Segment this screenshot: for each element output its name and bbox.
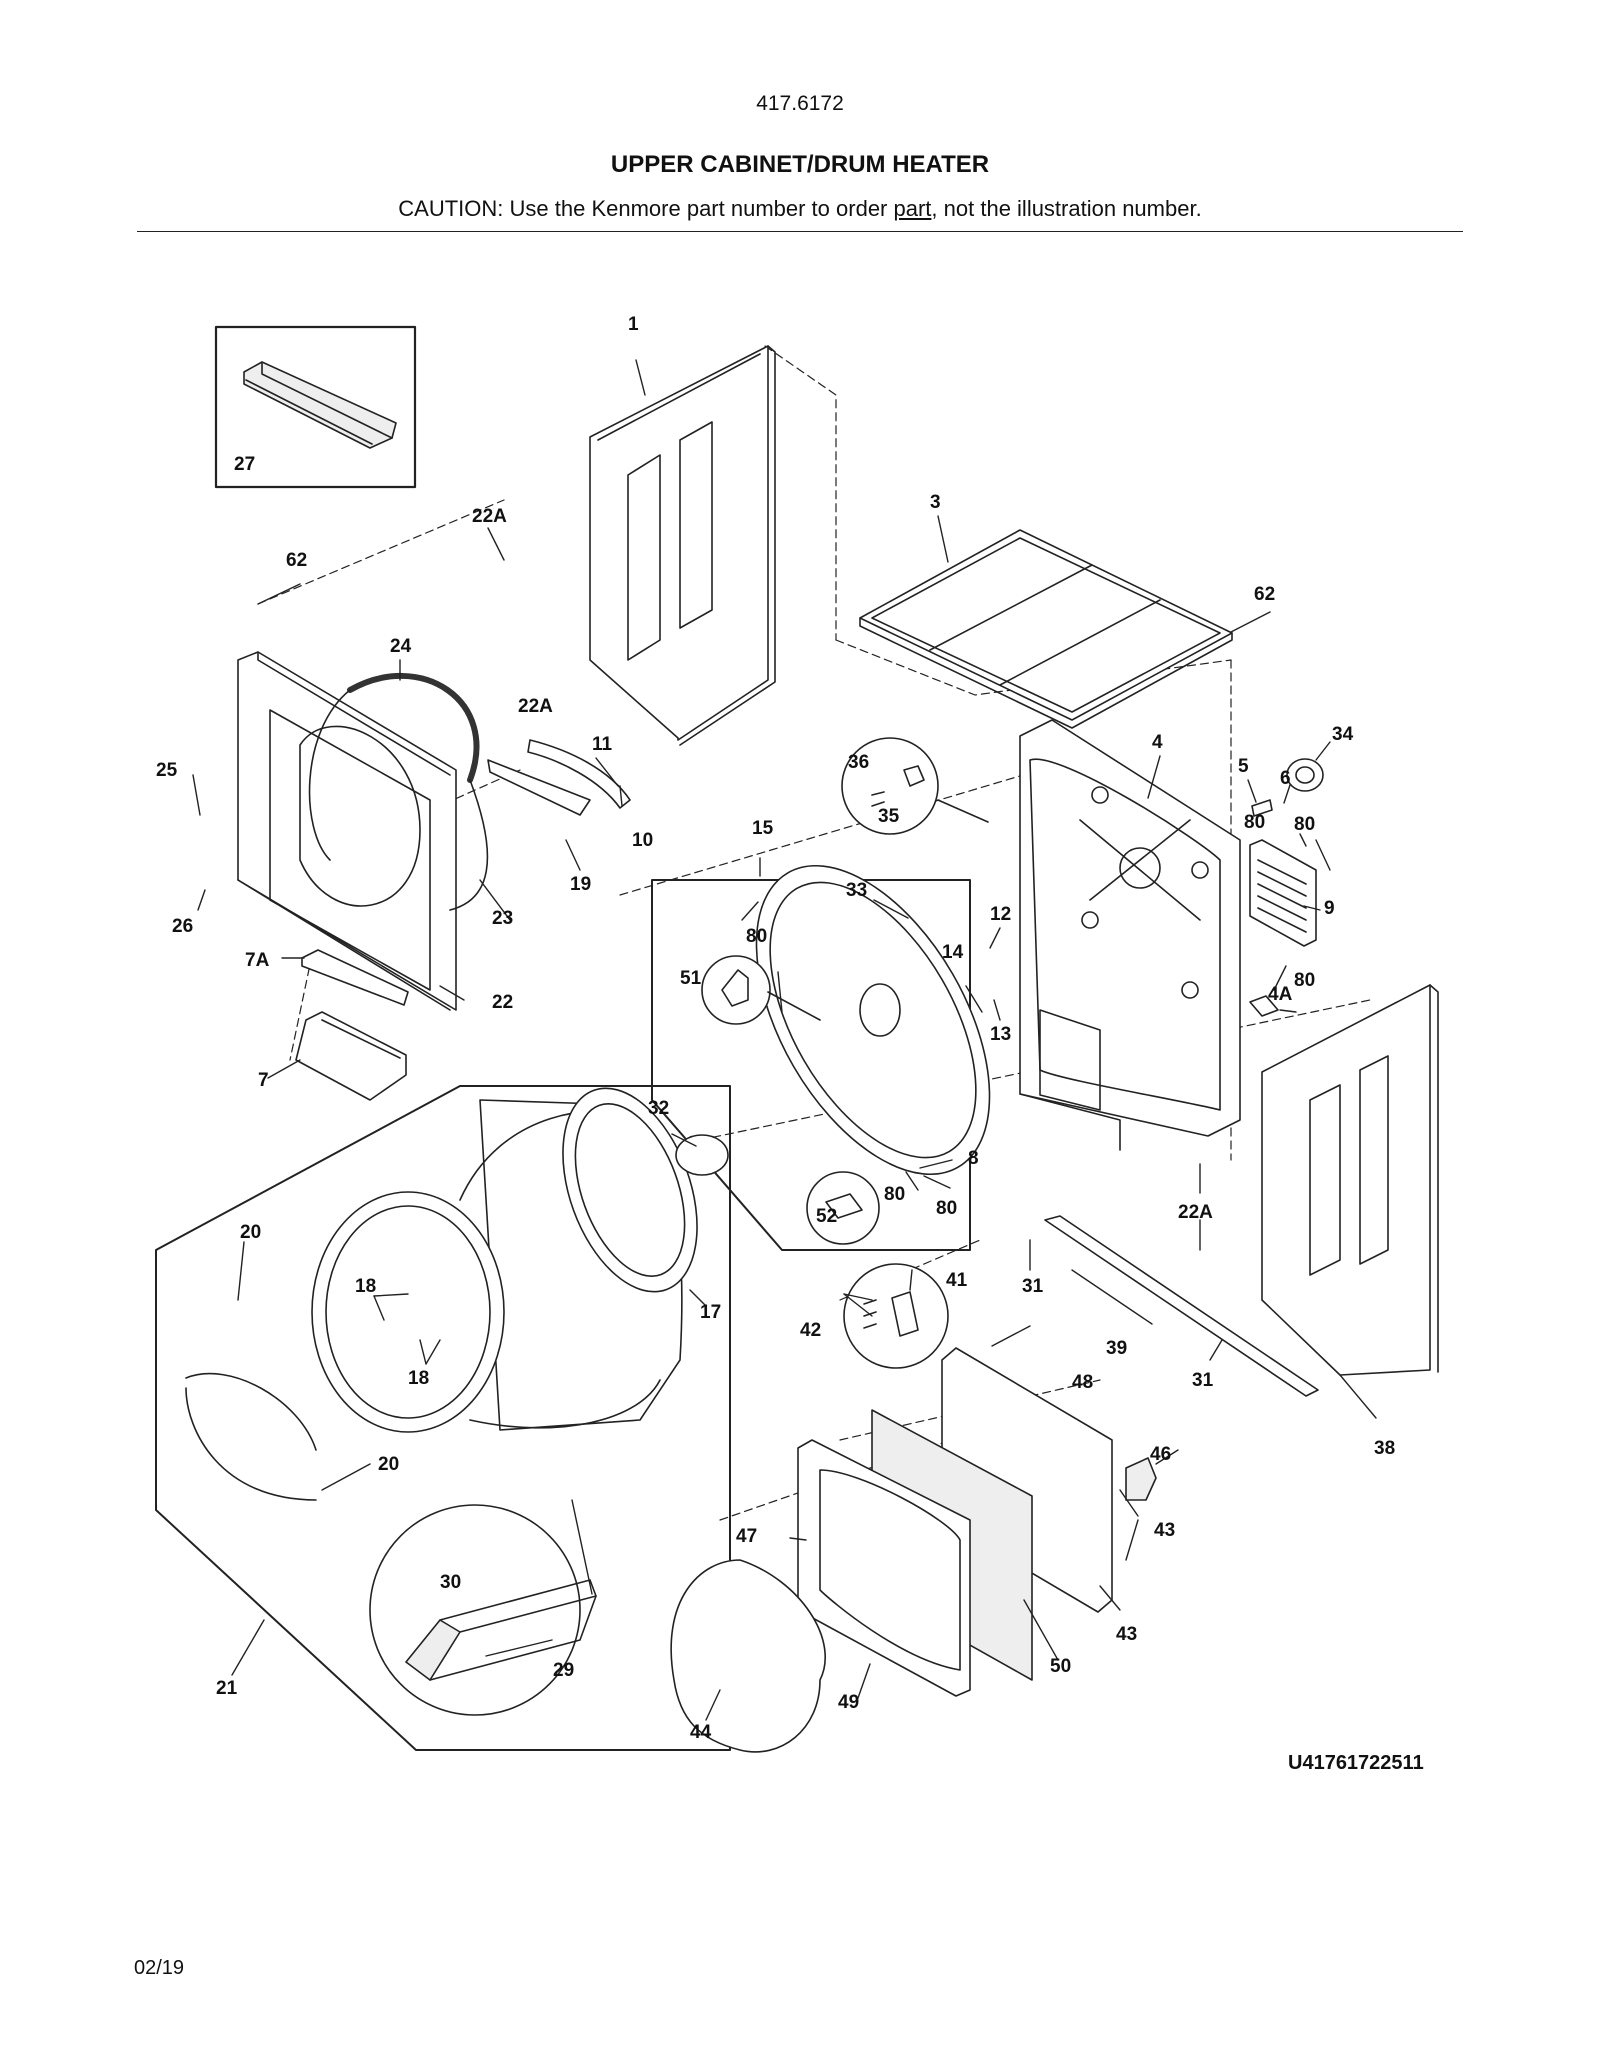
callout: 62 — [1254, 584, 1275, 605]
callout: 42 — [800, 1320, 821, 1341]
callout: 18 — [408, 1368, 429, 1389]
callout: 30 — [440, 1572, 461, 1593]
part-7-filter-housing — [295, 949, 409, 1101]
callout: 8 — [968, 1148, 979, 1169]
part-1-rear-panel — [589, 345, 776, 746]
drum-assembly — [311, 1087, 729, 1433]
caution-note: CAUTION: Use the Kenmore part number to … — [0, 196, 1600, 222]
callout: 18 — [355, 1276, 376, 1297]
callout: 22A — [472, 506, 507, 527]
callout: 43 — [1116, 1624, 1137, 1645]
callout: 80 — [884, 1184, 905, 1205]
callout: 80 — [1244, 812, 1265, 833]
parts-10-11-19-brackets — [487, 739, 631, 816]
callout: 25 — [156, 760, 178, 781]
callout: 24 — [390, 636, 412, 657]
callout: 22 — [492, 992, 513, 1013]
callout: 23 — [492, 908, 513, 929]
diagram-id: U41761722511 — [1288, 1752, 1424, 1774]
page-title: UPPER CABINET/DRUM HEATER — [610, 151, 990, 178]
callout: 39 — [1106, 1338, 1127, 1359]
model-number: 417.6172 — [756, 92, 844, 115]
callout: 29 — [553, 1660, 574, 1681]
callout: 47 — [736, 1526, 757, 1547]
callout: 35 — [878, 806, 900, 827]
parts-41-42-inset — [843, 1263, 949, 1369]
callout: 34 — [1332, 724, 1354, 745]
parts-5-6-34 — [1249, 758, 1324, 1017]
callout: 38 — [1374, 1438, 1395, 1459]
callout: 31 — [1192, 1370, 1214, 1391]
callout: 20 — [378, 1454, 399, 1475]
callout: 51 — [680, 968, 702, 989]
callout: 46 — [1150, 1444, 1171, 1465]
part-3-top-panel — [859, 529, 1233, 729]
caution-part-link[interactable]: part — [893, 196, 932, 221]
callout: 19 — [570, 874, 591, 895]
callout: 80 — [746, 926, 767, 947]
callout: 33 — [846, 880, 867, 901]
callout: 62 — [286, 550, 307, 571]
callout: 11 — [592, 734, 613, 755]
callout: 36 — [848, 752, 869, 773]
callout: 52 — [816, 1206, 837, 1227]
callout: 43 — [1154, 1520, 1175, 1541]
callout: 21 — [216, 1678, 238, 1699]
callout: 1 — [628, 314, 639, 335]
callout: 27 — [234, 454, 255, 475]
callout: 22A — [1178, 1202, 1213, 1223]
callout: 26 — [172, 916, 193, 937]
callout: 50 — [1050, 1656, 1071, 1677]
callout: 31 — [1022, 1276, 1044, 1297]
part-24-seal — [308, 672, 489, 911]
callout: 80 — [936, 1198, 957, 1219]
callout: 3 — [930, 492, 941, 513]
part-38-side-panel — [1261, 984, 1439, 1376]
callout: 7A — [245, 950, 270, 971]
part-4-bulkhead — [1019, 719, 1241, 1151]
part-9-grille — [1249, 839, 1317, 947]
callout: 48 — [1072, 1372, 1093, 1393]
inset-box-27 — [214, 325, 417, 489]
callout: 6 — [1280, 768, 1291, 789]
callout: 32 — [648, 1098, 669, 1119]
callout: 15 — [752, 818, 774, 839]
revision-date: 02/19 — [134, 1957, 185, 1979]
callout: 7 — [258, 1070, 269, 1091]
callout: 20 — [240, 1222, 261, 1243]
part-15-box — [651, 864, 991, 1251]
leader-lines — [192, 359, 1377, 1721]
callout: 80 — [1294, 814, 1315, 835]
callout: 4 — [1152, 732, 1163, 753]
callout-labels: 1 3 4 4A 5 6 7 7A 8 9 10 11 12 13 14 15 … — [156, 314, 1395, 1743]
door-parts — [670, 1347, 1157, 1753]
callout: 22A — [518, 696, 553, 717]
callout: 5 — [1238, 756, 1249, 777]
callout: 14 — [942, 942, 964, 963]
callout: 49 — [838, 1692, 859, 1713]
callout: 44 — [690, 1722, 712, 1743]
callout: 80 — [1294, 970, 1315, 991]
callout: 12 — [990, 904, 1011, 925]
caution-text-end: , not the illustration number. — [931, 196, 1202, 221]
callout: 17 — [700, 1302, 721, 1323]
part-22-front-panel — [237, 651, 457, 1011]
callout: 9 — [1324, 898, 1335, 919]
callout: 41 — [946, 1270, 968, 1291]
callout: 4A — [1268, 984, 1293, 1005]
caution-text: CAUTION: Use the Kenmore part number to … — [398, 196, 894, 221]
parts-35-36-inset — [841, 737, 989, 835]
callout: 13 — [990, 1024, 1011, 1045]
header-rule — [137, 231, 1463, 232]
part-21-box — [155, 1085, 731, 1751]
callout: 10 — [632, 830, 653, 851]
part-39-rail — [1044, 1215, 1319, 1397]
